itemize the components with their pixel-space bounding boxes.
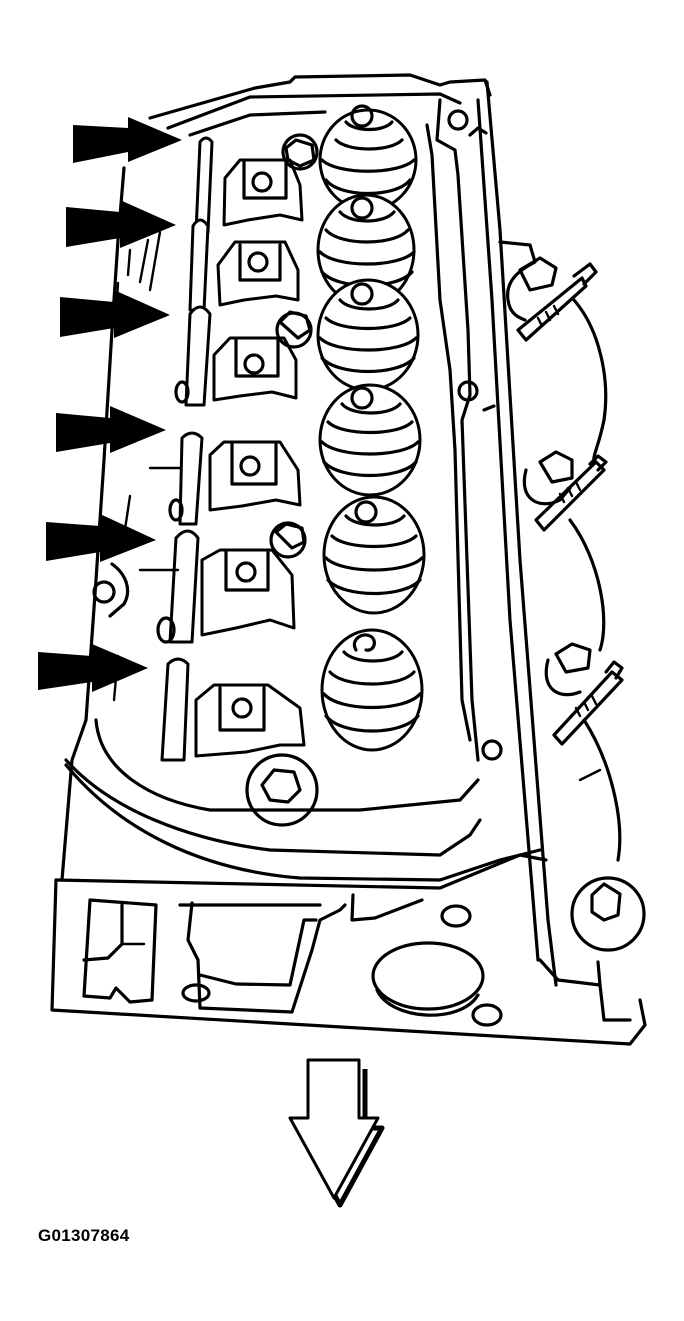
- pushrod-3: [184, 305, 212, 407]
- valve-spring-4: [318, 383, 422, 497]
- pushrod-4: [178, 431, 204, 526]
- rocker-pedestal-6: [194, 683, 319, 827]
- valve-spring-3: [316, 278, 420, 392]
- callout-arrow-icon-6: [38, 644, 148, 692]
- rocker-pedestals: [194, 133, 319, 827]
- rocker-pedestal-5: [200, 521, 307, 637]
- pushrod-2: [188, 218, 210, 312]
- rocker-pedestal-3: [212, 310, 313, 402]
- rocker-pedestal-2: [216, 240, 300, 307]
- callout-arrow-icon-4: [56, 406, 166, 453]
- front-face: [50, 853, 647, 1046]
- rocker-pedestal-1: [222, 133, 319, 227]
- callout-arrows: [38, 117, 182, 692]
- front-direction-arrow-icon: [288, 1058, 385, 1208]
- pushrod-6: [160, 657, 190, 762]
- rocker-pedestal-4: [208, 440, 302, 512]
- figure-id-label: G01307864: [38, 1226, 130, 1245]
- valve-spring-1: [318, 104, 418, 212]
- callout-arrow-icon-1: [73, 117, 182, 163]
- pushrods: [92, 136, 214, 762]
- callout-arrow-icon-2: [66, 200, 176, 248]
- callout-arrow-icon-3: [60, 290, 170, 338]
- valve-spring-5: [322, 495, 426, 615]
- spark-plug-area: [498, 240, 646, 952]
- callout-arrow-icon-5: [46, 514, 156, 562]
- valve-springs: [316, 104, 426, 752]
- valve-spring-6: [320, 628, 424, 752]
- pushrod-5: [168, 529, 200, 644]
- pushrod-1: [194, 136, 214, 234]
